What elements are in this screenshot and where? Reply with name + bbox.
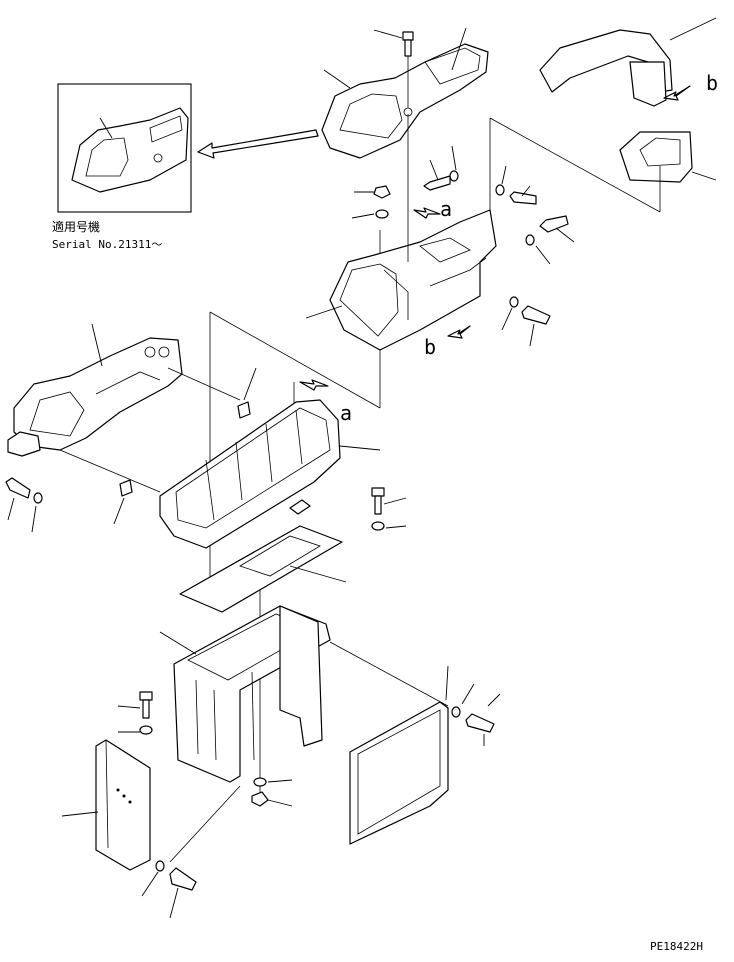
view-label-b-lower: b: [424, 335, 436, 359]
console-bolts: [423, 145, 575, 347]
view-arrows-upper: a b: [413, 197, 471, 359]
grip-handle: b: [539, 17, 718, 107]
left-console: [7, 323, 241, 493]
drawing-code: PE18422H: [650, 940, 703, 953]
upper-console-cover: [321, 27, 489, 159]
side-bracket: [61, 739, 151, 871]
view-label-a-lower: a: [340, 401, 352, 425]
tray-bolt: [371, 487, 407, 531]
inset-applicable-label: 適用号機: [52, 219, 100, 234]
view-label-b-upper: b: [706, 71, 718, 95]
center-tray: a: [159, 379, 381, 549]
cover-plate: [349, 665, 501, 845]
upper-bolt: [373, 29, 414, 108]
spacer-sleeves: [113, 367, 257, 525]
stand-frame: [159, 605, 331, 783]
nut-washer-upper: [351, 185, 391, 219]
mounting-plate: [179, 499, 347, 794]
inset-arrow: [197, 129, 319, 159]
inset-serial-label: Serial No.21311～: [52, 238, 162, 251]
console-base: [305, 114, 497, 351]
view-label-a-upper: a: [440, 197, 452, 221]
handle-boot: [619, 131, 717, 183]
inset-frame: [57, 83, 192, 213]
left-console-bolts: [5, 477, 43, 533]
stand-nut: [251, 777, 293, 807]
stand-bolts-left: [117, 691, 197, 919]
inset-console-cover: [71, 107, 189, 193]
inset-view: 適用号機 Serial No.21311～: [52, 83, 192, 251]
